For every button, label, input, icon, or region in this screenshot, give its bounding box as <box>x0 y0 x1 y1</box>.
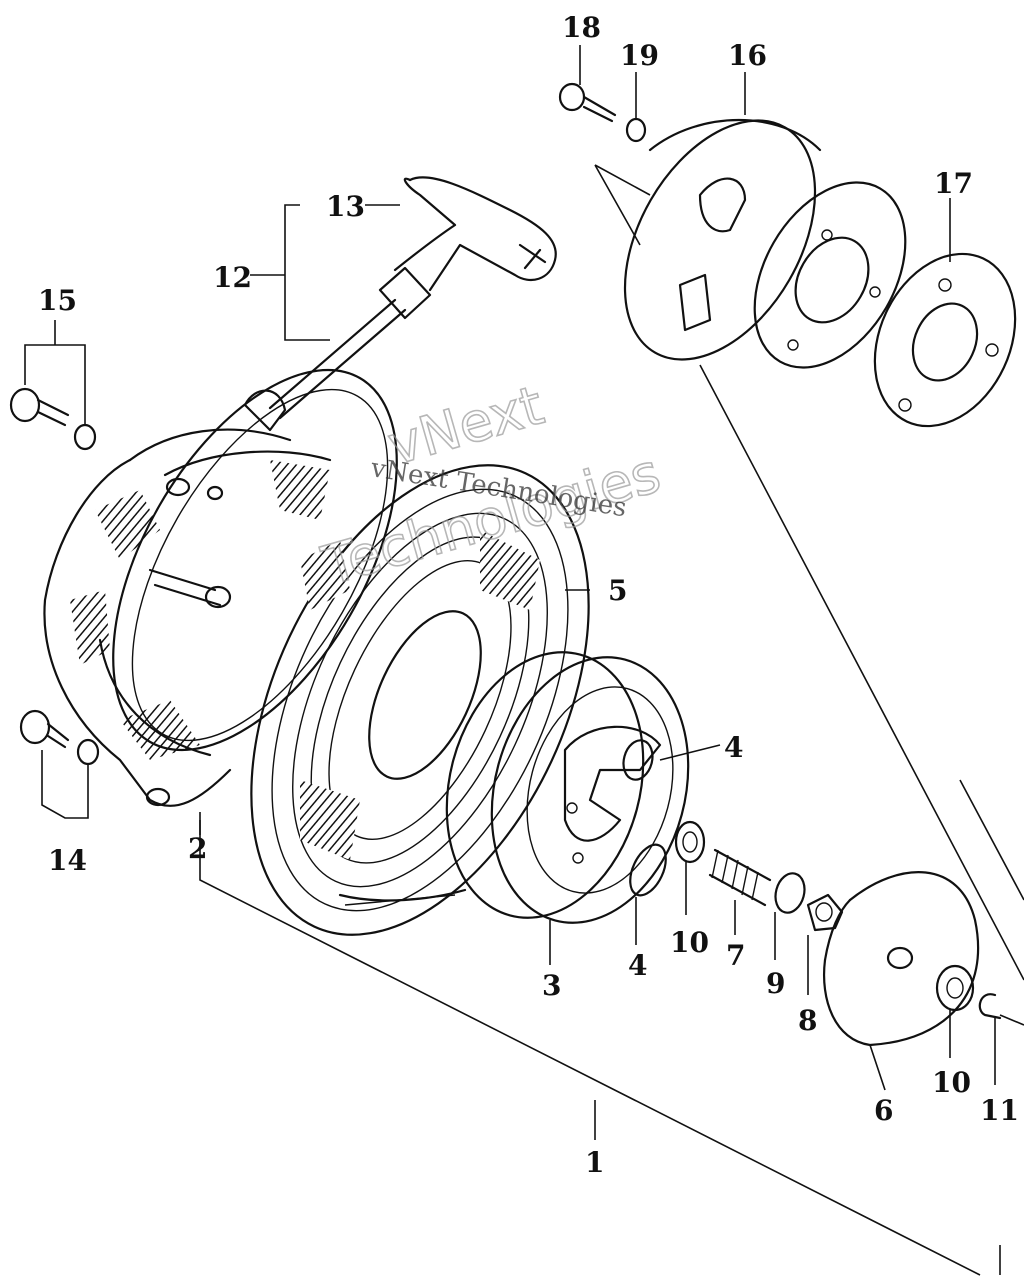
callout-labels: 1 2 3 4 4 5 6 7 8 9 10 10 11 12 13 14 15… <box>38 11 1019 1179</box>
small-parts <box>674 820 844 932</box>
callout-7: 7 <box>726 939 745 972</box>
starter-rope-and-handle <box>268 176 557 420</box>
callout-2: 2 <box>188 832 207 865</box>
flange-plate <box>873 252 1017 428</box>
callout-18: 18 <box>562 11 601 44</box>
callout-10-right: 10 <box>932 1066 971 1099</box>
bolt-14 <box>19 709 70 749</box>
bolt-18 <box>558 82 617 123</box>
ratchet-pawl <box>629 843 667 897</box>
callout-leaders <box>24 45 996 1140</box>
callout-15: 15 <box>38 284 77 317</box>
rope-ring <box>112 368 398 752</box>
recoil-spring <box>250 464 590 936</box>
callout-4-upper: 4 <box>724 731 743 764</box>
callout-6: 6 <box>874 1094 893 1127</box>
ratchet-cover <box>823 871 1002 1047</box>
callout-3: 3 <box>542 969 561 1002</box>
spring-coil <box>708 848 772 907</box>
callout-12: 12 <box>213 261 252 294</box>
callout-11: 11 <box>980 1094 1019 1127</box>
callout-1: 1 <box>585 1146 604 1179</box>
callout-4-lower: 4 <box>628 949 647 982</box>
callout-14: 14 <box>48 844 87 877</box>
callout-13: 13 <box>326 190 365 223</box>
starter-housing <box>43 428 332 807</box>
callout-8: 8 <box>798 1004 817 1037</box>
assembly-leader-lines <box>199 164 1024 1276</box>
callout-9: 9 <box>766 967 785 1000</box>
rope-reel <box>445 651 690 924</box>
washer-19 <box>625 117 647 143</box>
bolt-15 <box>9 387 70 427</box>
callout-16: 16 <box>728 39 767 72</box>
callout-17: 17 <box>934 167 973 200</box>
callout-19: 19 <box>620 39 659 72</box>
callout-10-left: 10 <box>670 926 709 959</box>
callout-5: 5 <box>608 574 627 607</box>
washer-15 <box>73 423 97 451</box>
washer-14 <box>76 738 100 766</box>
starter-pulley-cup <box>623 119 907 369</box>
